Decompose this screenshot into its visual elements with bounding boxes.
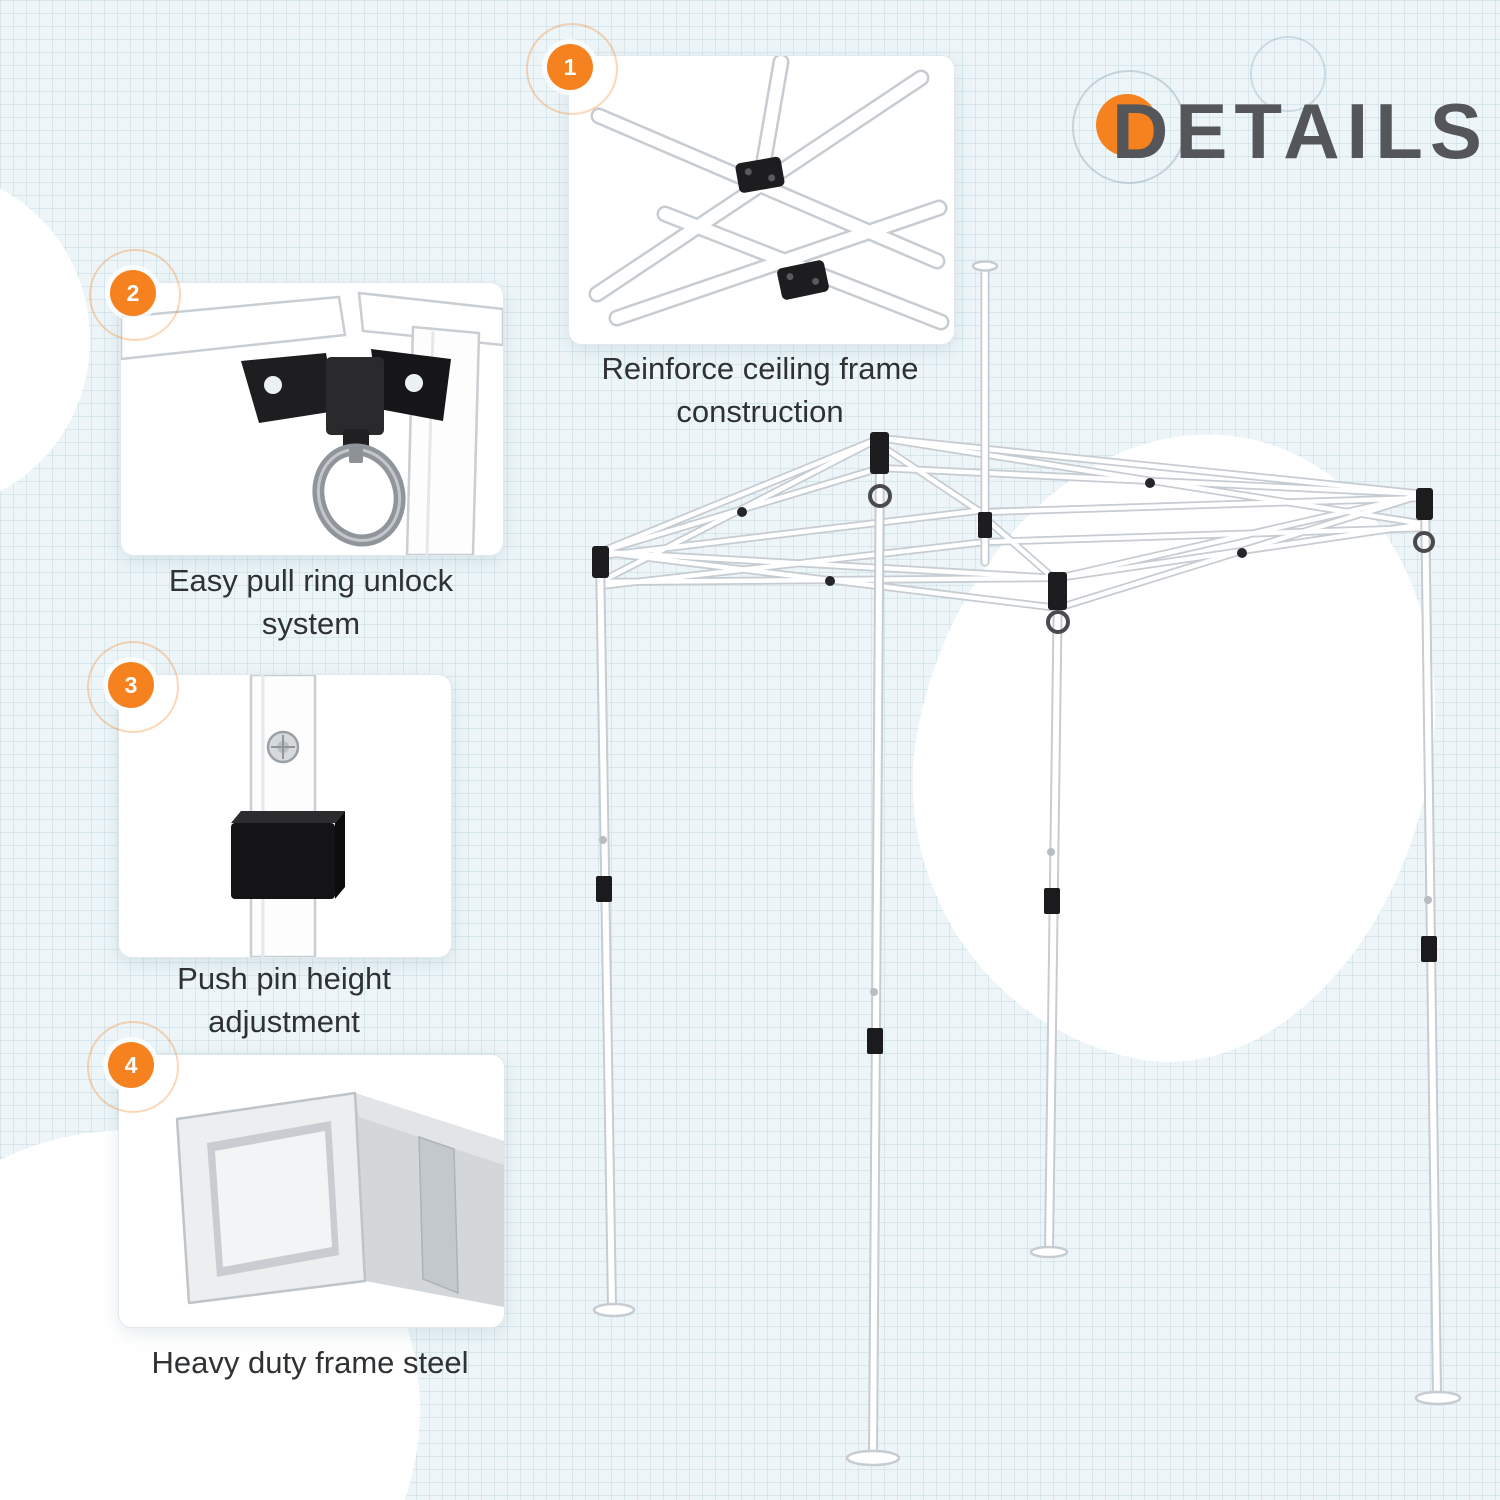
feature-card-push-pin — [118, 674, 452, 958]
badge-ring-3 — [87, 641, 179, 733]
truss-joints — [737, 478, 1247, 586]
feature-caption-4: Heavy duty frame steel — [151, 1345, 469, 1380]
badge-ring-1 — [526, 23, 618, 115]
badge-ring-2 — [89, 249, 181, 341]
feature-badge-1: 1 — [547, 44, 593, 90]
feature-card-pull-ring — [120, 282, 504, 556]
canopy-legs — [595, 440, 1442, 1461]
pull-ring-bracket-icon — [121, 291, 503, 555]
feature-badge-3: 3 — [108, 662, 154, 708]
accent-circle-icon — [1096, 94, 1158, 156]
feature-caption-3: Push pin height adjustment — [177, 961, 391, 1039]
push-pin-slider-icon — [231, 675, 345, 957]
decor-ring-icon — [1250, 36, 1326, 112]
height-adjust-collars — [596, 836, 1437, 1054]
feature-card-ceiling-frame — [568, 55, 955, 345]
feature-caption-1: Reinforce ceiling frame construction — [601, 351, 919, 429]
decor-ring-icon — [1072, 70, 1186, 184]
page-title: DETAILS — [1112, 87, 1489, 175]
feature-card-steel-tube — [118, 1054, 505, 1328]
center-pole — [971, 260, 999, 567]
ceiling-frame-truss-icon — [588, 56, 950, 331]
feature-badge-2: 2 — [110, 270, 156, 316]
details-header: DETAILS — [1060, 36, 1482, 220]
corner-brackets — [592, 432, 1435, 634]
badge-ring-4 — [87, 1021, 179, 1113]
square-steel-tube-icon — [175, 1091, 504, 1307]
canopy-truss — [596, 434, 1429, 612]
feature-badge-4: 4 — [108, 1042, 154, 1088]
feature-caption-2: Easy pull ring unlock system — [168, 563, 454, 641]
foot-plates — [592, 1245, 1462, 1467]
